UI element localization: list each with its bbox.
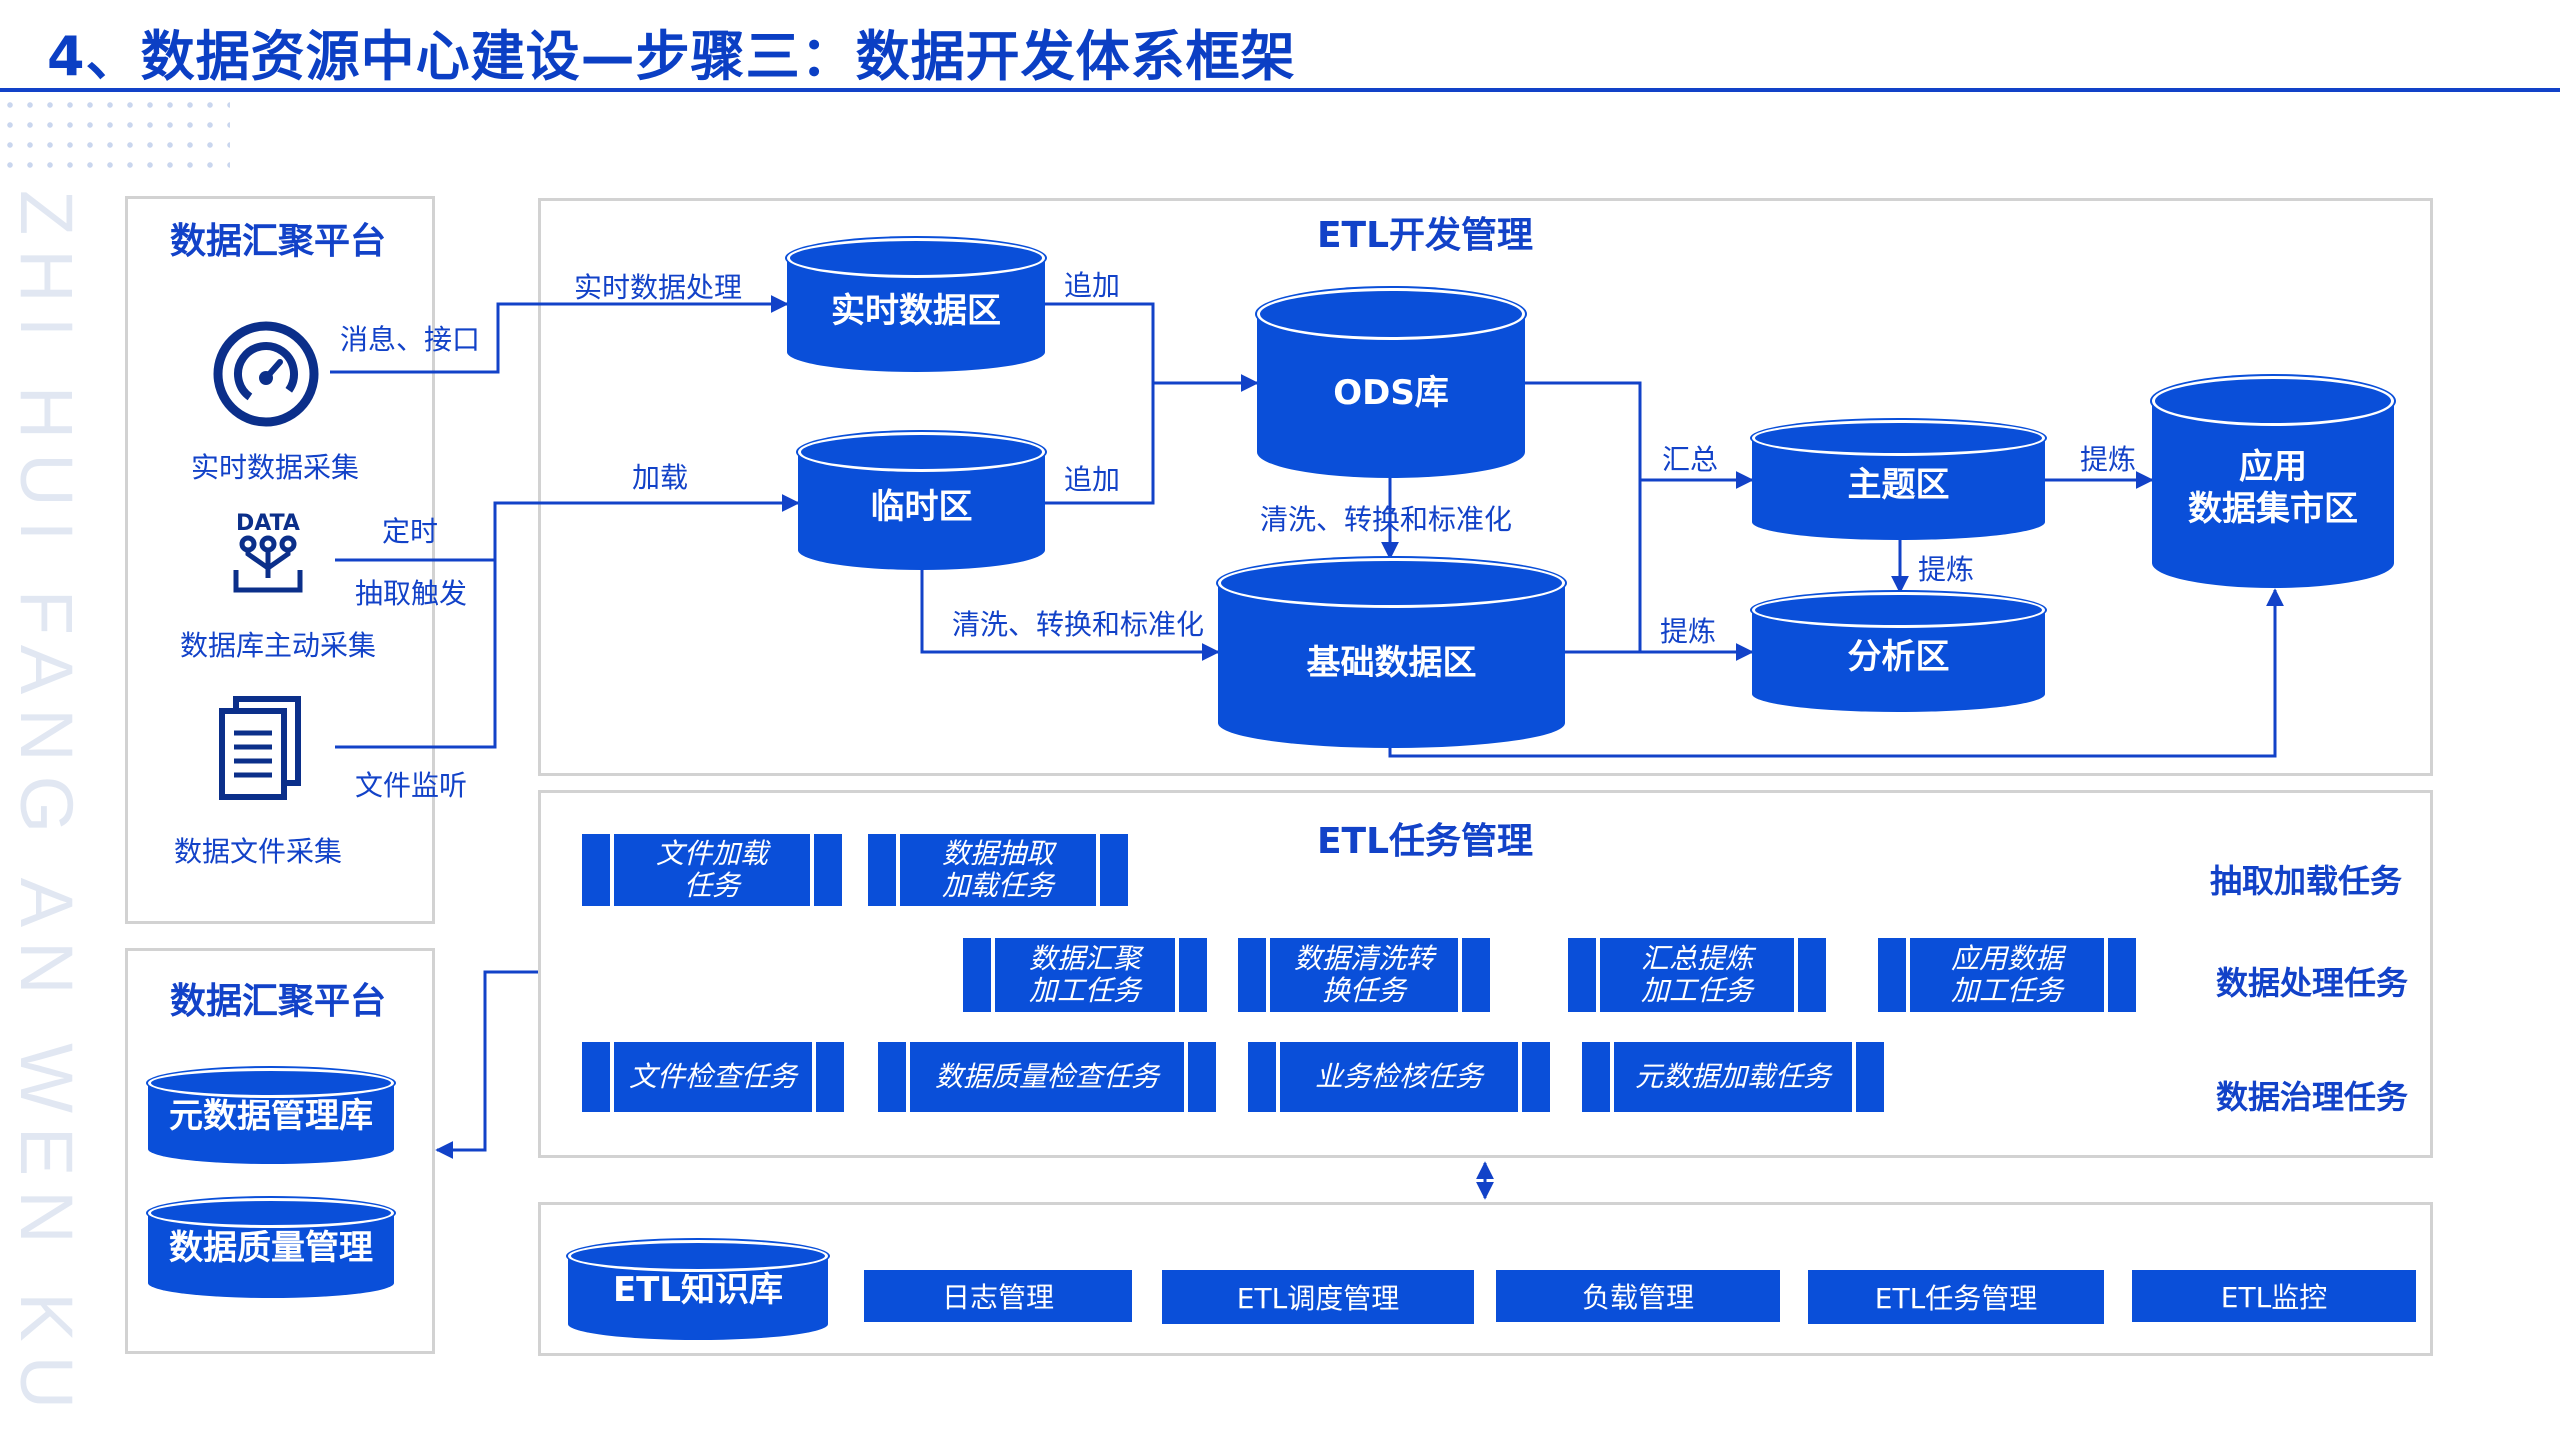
task-label: 元数据加载任务: [1634, 1059, 1831, 1093]
task-cleansing[interactable]: 数据清洗转 换任务: [1238, 938, 1490, 1012]
icon-data-text: DATA: [236, 511, 300, 536]
task-metadata-load[interactable]: 元数据加载任务: [1582, 1042, 1884, 1112]
metadata-store-cylinder: 元数据管理库: [148, 1068, 394, 1164]
data-mart-cylinder: 应用 数据集市区: [2152, 376, 2394, 588]
edge-label-file-watch: 文件监听: [355, 769, 468, 802]
task-app-data[interactable]: 应用数据 加工任务: [1878, 938, 2136, 1012]
wire-file-source: [335, 560, 497, 749]
wire-task-to-left: [435, 970, 538, 1159]
etl-task-title: ETL任务管理: [1316, 821, 1534, 862]
wire-ods-to-topic: [1525, 381, 1754, 489]
knowledge-base-cylinder: ETL知识库: [568, 1240, 828, 1340]
task-label: 数据清洗转 换任务: [1293, 941, 1434, 1007]
edge-label-timed: 定时: [382, 515, 439, 548]
edge-label-refine-1: 提炼: [1660, 615, 1717, 648]
task-label: 文件加载 任务: [655, 836, 768, 902]
category-extract-load: 抽取加载任务: [2210, 862, 2403, 900]
edge-label-extract-trigger: 抽取触发: [355, 577, 468, 610]
database-data-icon: DATA: [233, 511, 303, 593]
task-label: 汇总提炼 加工任务: [1640, 941, 1753, 1007]
task-business-check[interactable]: 业务检核任务: [1248, 1042, 1550, 1112]
edge-label-realtime-proc: 实时数据处理: [574, 271, 743, 304]
etl-task-management-button[interactable]: ETL任务管理: [1808, 1270, 2104, 1324]
category-processing: 数据处理任务: [2216, 964, 2409, 1002]
edge-label-refine-2: 提炼: [2080, 443, 2137, 476]
edge-label-summary: 汇总: [1662, 443, 1719, 476]
edge-label-load: 加载: [632, 461, 689, 494]
edge-label-refine-3: 提炼: [1918, 553, 1975, 586]
ods-cylinder: ODS库: [1257, 288, 1525, 478]
etl-monitor-button[interactable]: ETL监控: [2132, 1270, 2416, 1322]
data-mart-label: 应用 数据集市区: [2152, 401, 2394, 563]
wire-db-source: [335, 494, 800, 562]
wire-base-to-mart: [1388, 588, 2284, 758]
side-watermark-text: ZHI HUI FANG AN WEN KU: [5, 190, 88, 1424]
temp-zone-cylinder: 临时区: [798, 432, 1045, 570]
task-label: 数据质量检查任务: [934, 1059, 1159, 1093]
page-title: 4、数据资源中心建设—步骤三：数据开发体系框架: [47, 25, 1296, 88]
task-label: 业务检核任务: [1314, 1059, 1483, 1093]
edge-label-append-1: 追加: [1064, 269, 1121, 302]
aggregation-platform-title-2: 数据汇聚平台: [170, 981, 387, 1022]
analysis-zone-label: 分析区: [1752, 610, 2045, 694]
wire-append-realtime: [1045, 302, 1155, 383]
log-management-button[interactable]: 日志管理: [864, 1270, 1132, 1322]
etl-dev-title: ETL开发管理: [1316, 215, 1534, 256]
task-data-extract[interactable]: 数据抽取 加载任务: [868, 834, 1128, 906]
task-summary-refine[interactable]: 汇总提炼 加工任务: [1568, 938, 1826, 1012]
aggregation-platform-title: 数据汇聚平台: [170, 221, 387, 262]
document-icon: [219, 696, 301, 800]
task-label: 数据抽取 加载任务: [941, 836, 1054, 902]
task-file-load[interactable]: 文件加载 任务: [582, 834, 842, 906]
title-divider: [0, 88, 2560, 92]
analysis-zone-cylinder: 分析区: [1752, 592, 2045, 712]
task-quality-check[interactable]: 数据质量检查任务: [878, 1042, 1216, 1112]
topic-zone-cylinder: 主题区: [1752, 420, 2045, 540]
category-governance: 数据治理任务: [2216, 1078, 2409, 1116]
source-label-db: 数据库主动采集: [179, 629, 377, 662]
task-aggregation[interactable]: 数据汇聚 加工任务: [963, 938, 1207, 1012]
etl-support-panel: [538, 1202, 2433, 1356]
quality-store-cylinder: 数据质量管理: [148, 1198, 394, 1298]
task-file-check[interactable]: 文件检查任务: [582, 1042, 844, 1112]
gauge-icon: [213, 321, 319, 427]
wire-append-temp: [1045, 383, 1155, 505]
base-zone-cylinder: 基础数据区: [1218, 558, 1565, 748]
etl-scheduling-button[interactable]: ETL调度管理: [1162, 1270, 1474, 1324]
load-management-button[interactable]: 负载管理: [1496, 1270, 1780, 1322]
wire-realtime-source: [330, 295, 789, 374]
source-label-realtime: 实时数据采集: [190, 451, 360, 484]
realtime-zone-cylinder: 实时数据区: [787, 238, 1045, 372]
wire-temp-to-base: [920, 565, 1220, 661]
task-label: 数据汇聚 加工任务: [1028, 941, 1141, 1007]
decorative-dot-grid: [0, 95, 230, 175]
task-label: 文件检查任务: [628, 1059, 797, 1093]
edge-label-append-2: 追加: [1064, 463, 1121, 496]
edge-label-msg-api: 消息、接口: [340, 323, 481, 356]
edge-label-clean-2: 清洗、转换和标准化: [952, 608, 1205, 641]
source-label-file: 数据文件采集: [173, 835, 343, 868]
edge-label-clean-1: 清洗、转换和标准化: [1260, 503, 1513, 536]
task-label: 应用数据 加工任务: [1950, 941, 2063, 1007]
